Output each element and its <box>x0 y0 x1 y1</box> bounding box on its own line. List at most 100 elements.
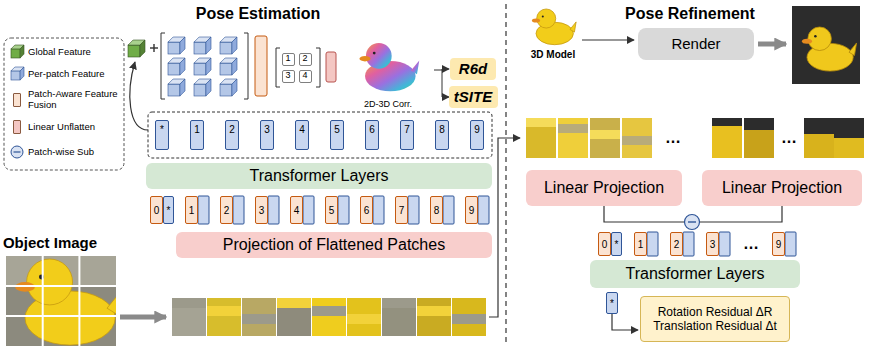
cube-face <box>232 37 237 54</box>
arrow <box>612 314 638 330</box>
patch-token <box>719 232 730 256</box>
position-token: 4 <box>290 196 303 224</box>
duck-eye <box>814 35 817 38</box>
position-token: 3 <box>255 196 268 224</box>
image-patch <box>558 118 588 158</box>
duck-eye <box>542 15 544 17</box>
render-patch-detail <box>834 118 864 138</box>
legend-text: Per-patch Feature <box>28 69 118 80</box>
node-text: Linear Projection <box>722 178 842 197</box>
minus-sign <box>14 151 21 152</box>
feature-token: 3 <box>260 120 274 150</box>
cube-face <box>220 42 232 54</box>
node-text: Projection of Flattened Patches <box>223 235 445 254</box>
duck-tail <box>107 290 116 315</box>
patch-token <box>478 196 489 224</box>
patch-token <box>785 232 796 256</box>
image-patch-detail <box>452 314 486 324</box>
duck-head <box>27 259 73 305</box>
position-token: 2 <box>220 196 233 224</box>
image-patch-detail <box>382 298 416 308</box>
plus-sign <box>153 44 154 52</box>
patch-token <box>373 196 384 224</box>
cube-face <box>206 79 211 96</box>
render-patch <box>804 118 834 158</box>
bracket <box>316 48 320 87</box>
cube-face <box>194 63 206 75</box>
position-token: 5 <box>325 196 338 224</box>
arrow <box>489 138 520 317</box>
cube-symbol <box>220 37 237 54</box>
cube-face <box>168 84 180 96</box>
duck-head <box>537 9 556 28</box>
cube-face <box>180 37 185 54</box>
cube-symbol <box>194 37 211 54</box>
arrow <box>758 42 786 47</box>
duck-head <box>808 27 832 51</box>
image-patch-detail <box>207 306 241 316</box>
position-token: 1 <box>185 196 198 224</box>
grid-line <box>6 315 116 317</box>
node-text: Render <box>671 35 720 53</box>
render-box: Render <box>638 28 754 60</box>
cube-face <box>220 63 232 75</box>
section-divider <box>505 4 506 346</box>
projection-box: Linear Projection <box>526 170 682 206</box>
cube-face <box>11 71 20 80</box>
duck-illustration <box>802 27 857 71</box>
grid-line <box>6 285 116 287</box>
feature-token: 6 <box>365 120 379 150</box>
arrow <box>582 39 634 40</box>
ellipsis: … <box>665 129 681 147</box>
render-patch-detail <box>744 118 774 130</box>
section-heading: Pose Refinement <box>625 5 755 23</box>
position-token: 7 <box>395 196 408 224</box>
cube-face <box>20 45 24 58</box>
cube-symbol <box>220 58 237 75</box>
cube-face <box>168 63 180 75</box>
cube-face <box>128 45 140 57</box>
legend-swatch <box>13 93 21 107</box>
cube-face <box>11 49 20 58</box>
cube-symbol <box>168 37 185 54</box>
position-token: 8 <box>430 196 443 224</box>
legend-text: Patch-wise Sub <box>28 147 118 158</box>
arrow <box>442 69 449 70</box>
image-patch <box>590 118 620 158</box>
cube-face <box>168 42 180 54</box>
node-text: Transformer Layers <box>626 264 765 283</box>
image-patch <box>452 298 486 336</box>
feature-token: 5 <box>330 120 344 150</box>
output-box: tSITE <box>449 86 498 108</box>
image-patch <box>526 118 556 158</box>
ellipsis: … <box>743 235 759 253</box>
legend-text: Global Feature <box>28 47 118 58</box>
grid-line <box>42 256 44 346</box>
cube-face <box>194 84 206 96</box>
feature-token: * <box>155 120 169 150</box>
illustration <box>4 6 864 346</box>
feature-token: 2 <box>225 120 239 150</box>
projection-box: Linear Projection <box>702 170 862 206</box>
unflatten-block <box>326 52 336 82</box>
object-image <box>6 256 116 346</box>
minus-sign <box>688 221 696 222</box>
sub-symbol <box>685 215 700 230</box>
duck-beak <box>532 19 540 23</box>
class-token: * <box>606 292 618 314</box>
cube-symbol <box>194 79 211 96</box>
arrow <box>442 97 449 98</box>
cube-face <box>232 79 237 96</box>
legend-frame <box>4 38 124 170</box>
cube-face <box>180 79 185 96</box>
duck-tail <box>849 43 857 56</box>
duck-tail <box>411 60 419 74</box>
image-patch-detail <box>312 306 346 316</box>
position-token: 3 <box>706 232 719 256</box>
transformer-box: Transformer Layers <box>146 163 492 189</box>
image-patch <box>277 298 311 336</box>
fusion-token: 1 <box>282 53 295 66</box>
patch-token <box>303 196 314 224</box>
patch-token <box>268 196 279 224</box>
